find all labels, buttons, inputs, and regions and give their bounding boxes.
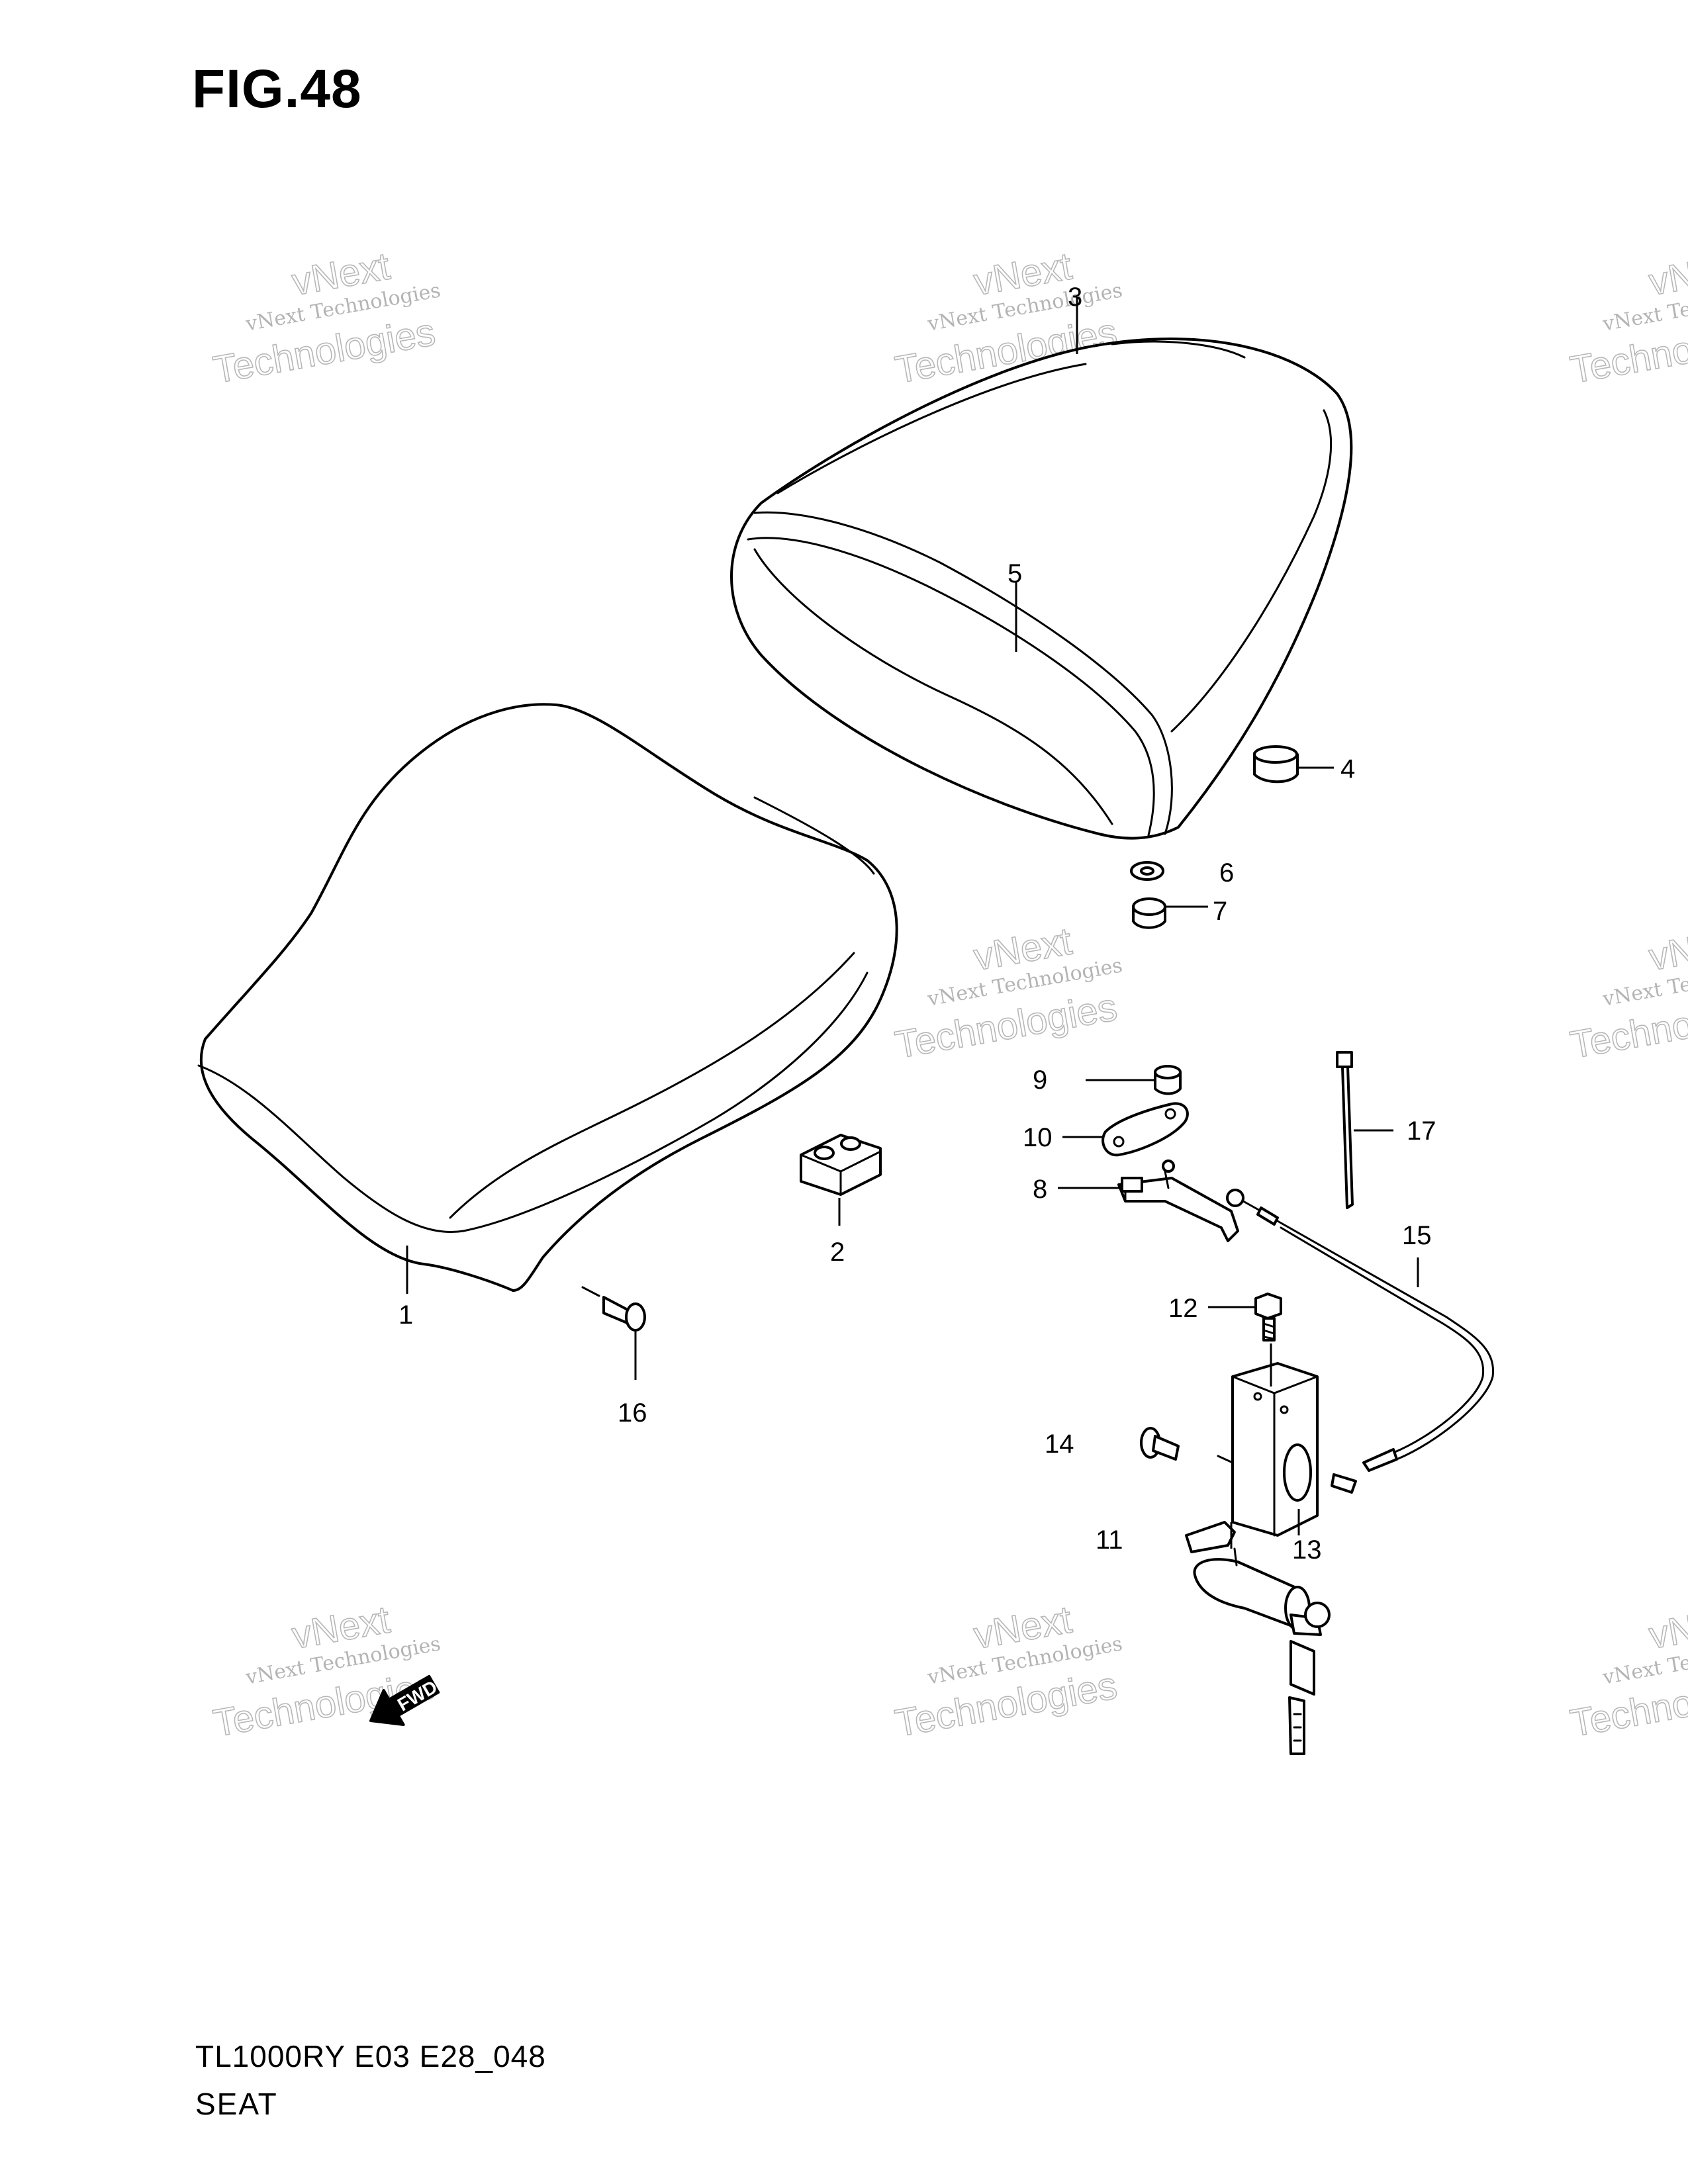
- callout-9: 9: [1033, 1066, 1047, 1095]
- callout-13: 13: [1292, 1535, 1322, 1565]
- figure-name: SEAT: [195, 2087, 278, 2121]
- callout-4: 4: [1340, 754, 1355, 784]
- callout-12: 12: [1168, 1294, 1198, 1323]
- watermark: vNext vNext Technologies Technologies: [892, 1598, 1125, 1746]
- latch-hook-8: [1117, 1160, 1239, 1242]
- seat-bracket: [800, 1134, 882, 1196]
- watermark: vNext vNext Technologies Technologies: [892, 244, 1125, 392]
- watermark-text: vNext: [1646, 244, 1688, 304]
- callout-16: 16: [618, 1398, 647, 1428]
- watermark: vNext vNext Technologies Technologies: [1567, 919, 1688, 1068]
- plate-10: [1102, 1102, 1189, 1157]
- watermark: vNext vNext Technologies Technologies: [1567, 1598, 1688, 1746]
- lock-bracket-13: [1217, 1362, 1319, 1537]
- callout-8: 8: [1033, 1175, 1047, 1204]
- watermark-text: Technologies: [892, 985, 1121, 1067]
- tie-strap-17: [1336, 1051, 1354, 1209]
- watermark: vNext vNext Technologies Technologies: [892, 919, 1125, 1068]
- callout-6: 6: [1219, 858, 1234, 887]
- callout-3: 3: [1068, 283, 1082, 312]
- watermark-text: Technologies: [211, 310, 439, 392]
- callout-1: 1: [399, 1300, 413, 1330]
- rear-seat-cowl: [730, 338, 1353, 840]
- collar-9: [1154, 1065, 1182, 1095]
- callout-14: 14: [1045, 1430, 1074, 1459]
- cable-15: [1226, 1189, 1495, 1494]
- bolt-16: [581, 1286, 646, 1332]
- callout-2: 2: [830, 1238, 845, 1267]
- callout-11: 11: [1096, 1525, 1123, 1555]
- callout-7: 7: [1213, 897, 1227, 926]
- watermark-text: vNext: [1646, 1598, 1688, 1657]
- nut-7: [1132, 897, 1166, 929]
- callout-10: 10: [1023, 1123, 1053, 1152]
- watermark: vNext vNext Technologies Technologies: [1567, 244, 1688, 392]
- model-code: TL1000RY E03 E28_048: [195, 2039, 546, 2073]
- key-lock-set-11: [1185, 1521, 1331, 1755]
- screw-14: [1140, 1427, 1180, 1461]
- watermark-text: Technologies: [892, 1664, 1121, 1745]
- bolt-12: [1254, 1293, 1282, 1342]
- callout-5: 5: [1008, 559, 1022, 588]
- cushion-4: [1253, 745, 1299, 784]
- callout-15: 15: [1402, 1221, 1432, 1250]
- figure-title: FIG.48: [192, 59, 362, 119]
- leader-lines: [406, 298, 1419, 1549]
- watermark: vNext vNext Technologies Technologies: [210, 244, 443, 392]
- callout-labels: 1 2 3 4 5 6 7 8 9 10 11 12 13 14 15 16 1…: [399, 283, 1436, 1565]
- watermark: vNext vNext Technologies Technologies: [210, 1598, 443, 1746]
- callout-17: 17: [1407, 1116, 1436, 1146]
- watermark-text: vNext: [1646, 919, 1688, 979]
- front-seat: [197, 703, 898, 1292]
- washer-6: [1130, 861, 1164, 881]
